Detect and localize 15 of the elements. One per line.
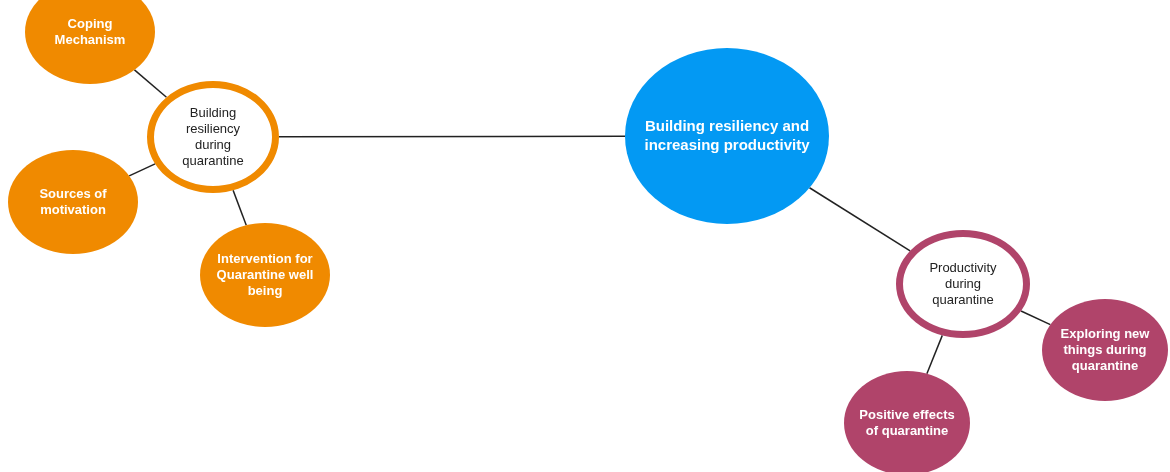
node-label: Sources of motivation bbox=[38, 185, 108, 219]
node-label: Exploring new things during quarantine bbox=[1059, 325, 1151, 375]
node-label: Building resiliency and increasing productivity bbox=[643, 117, 811, 155]
connector-line bbox=[1020, 310, 1052, 326]
node-label: Coping Mechanism bbox=[53, 15, 127, 49]
node-label: Positive effects of quarantine bbox=[858, 406, 956, 440]
connector-line bbox=[278, 135, 626, 138]
node-label: Intervention for Quarantine well being bbox=[215, 250, 315, 300]
connector-line bbox=[133, 69, 168, 99]
connector-line bbox=[808, 187, 911, 252]
node-label: Productivity during quarantine bbox=[928, 259, 998, 309]
connector-line bbox=[128, 163, 156, 177]
node-label: Building resiliency during quarantine bbox=[181, 104, 245, 170]
connector-line bbox=[926, 334, 944, 375]
connector-line bbox=[232, 189, 247, 226]
